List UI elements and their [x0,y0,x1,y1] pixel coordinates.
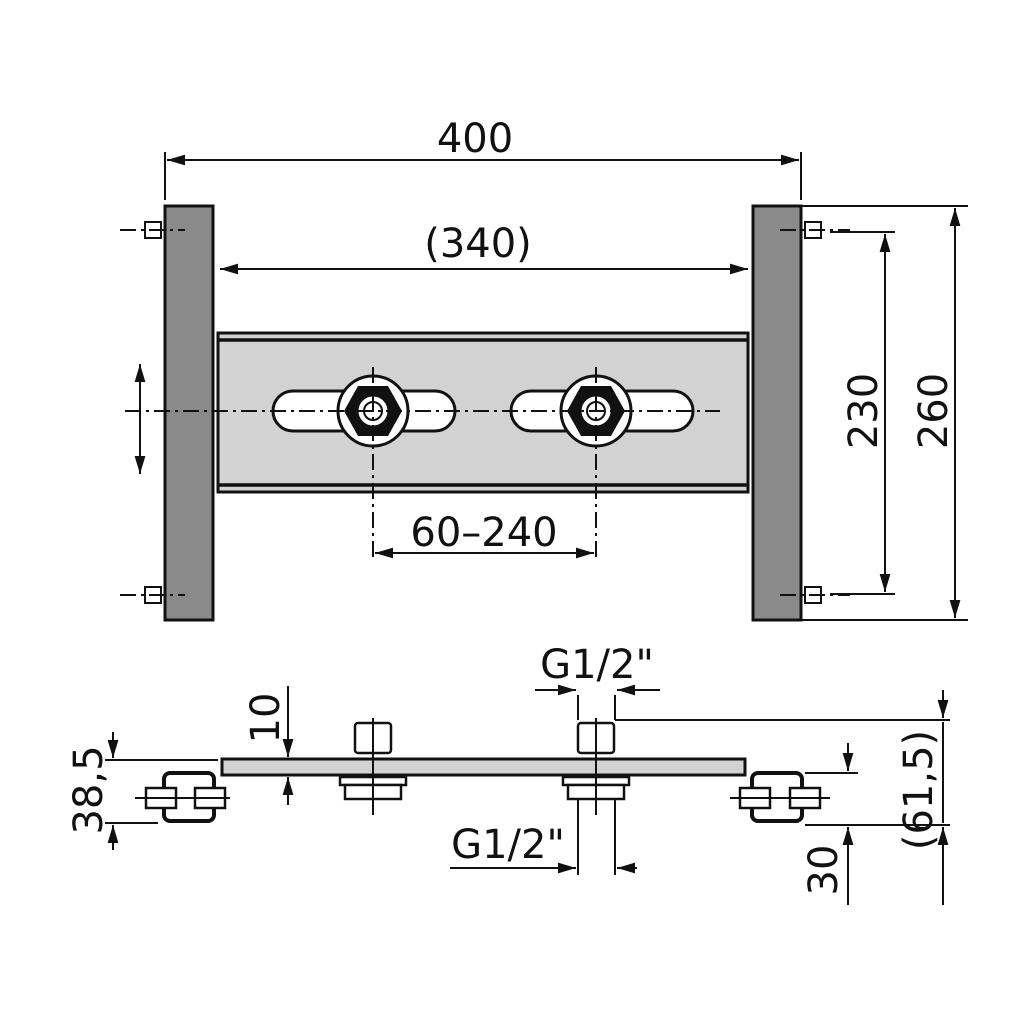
dim-outlet-spacing: 60–240 [410,510,557,556]
dim-bracket-depth: 38,5 [66,745,112,834]
dim-total-depth: (61,5) [896,730,942,850]
dim-overall-height: 260 [911,373,957,449]
dim-thread-bottom: G1/2" [451,822,565,868]
dim-thread-top: G1/2" [540,642,654,688]
right-post [751,204,803,622]
left-post [163,204,215,622]
dim-bolt-spacing: 230 [841,373,887,449]
dim-overall-width: 400 [437,116,513,162]
dim-plate-offset: 10 [243,693,289,744]
side-view [135,718,830,823]
dim-inner-width: (340) [424,221,532,267]
dim-wall-offset: 30 [801,845,847,896]
top-view [120,204,850,622]
